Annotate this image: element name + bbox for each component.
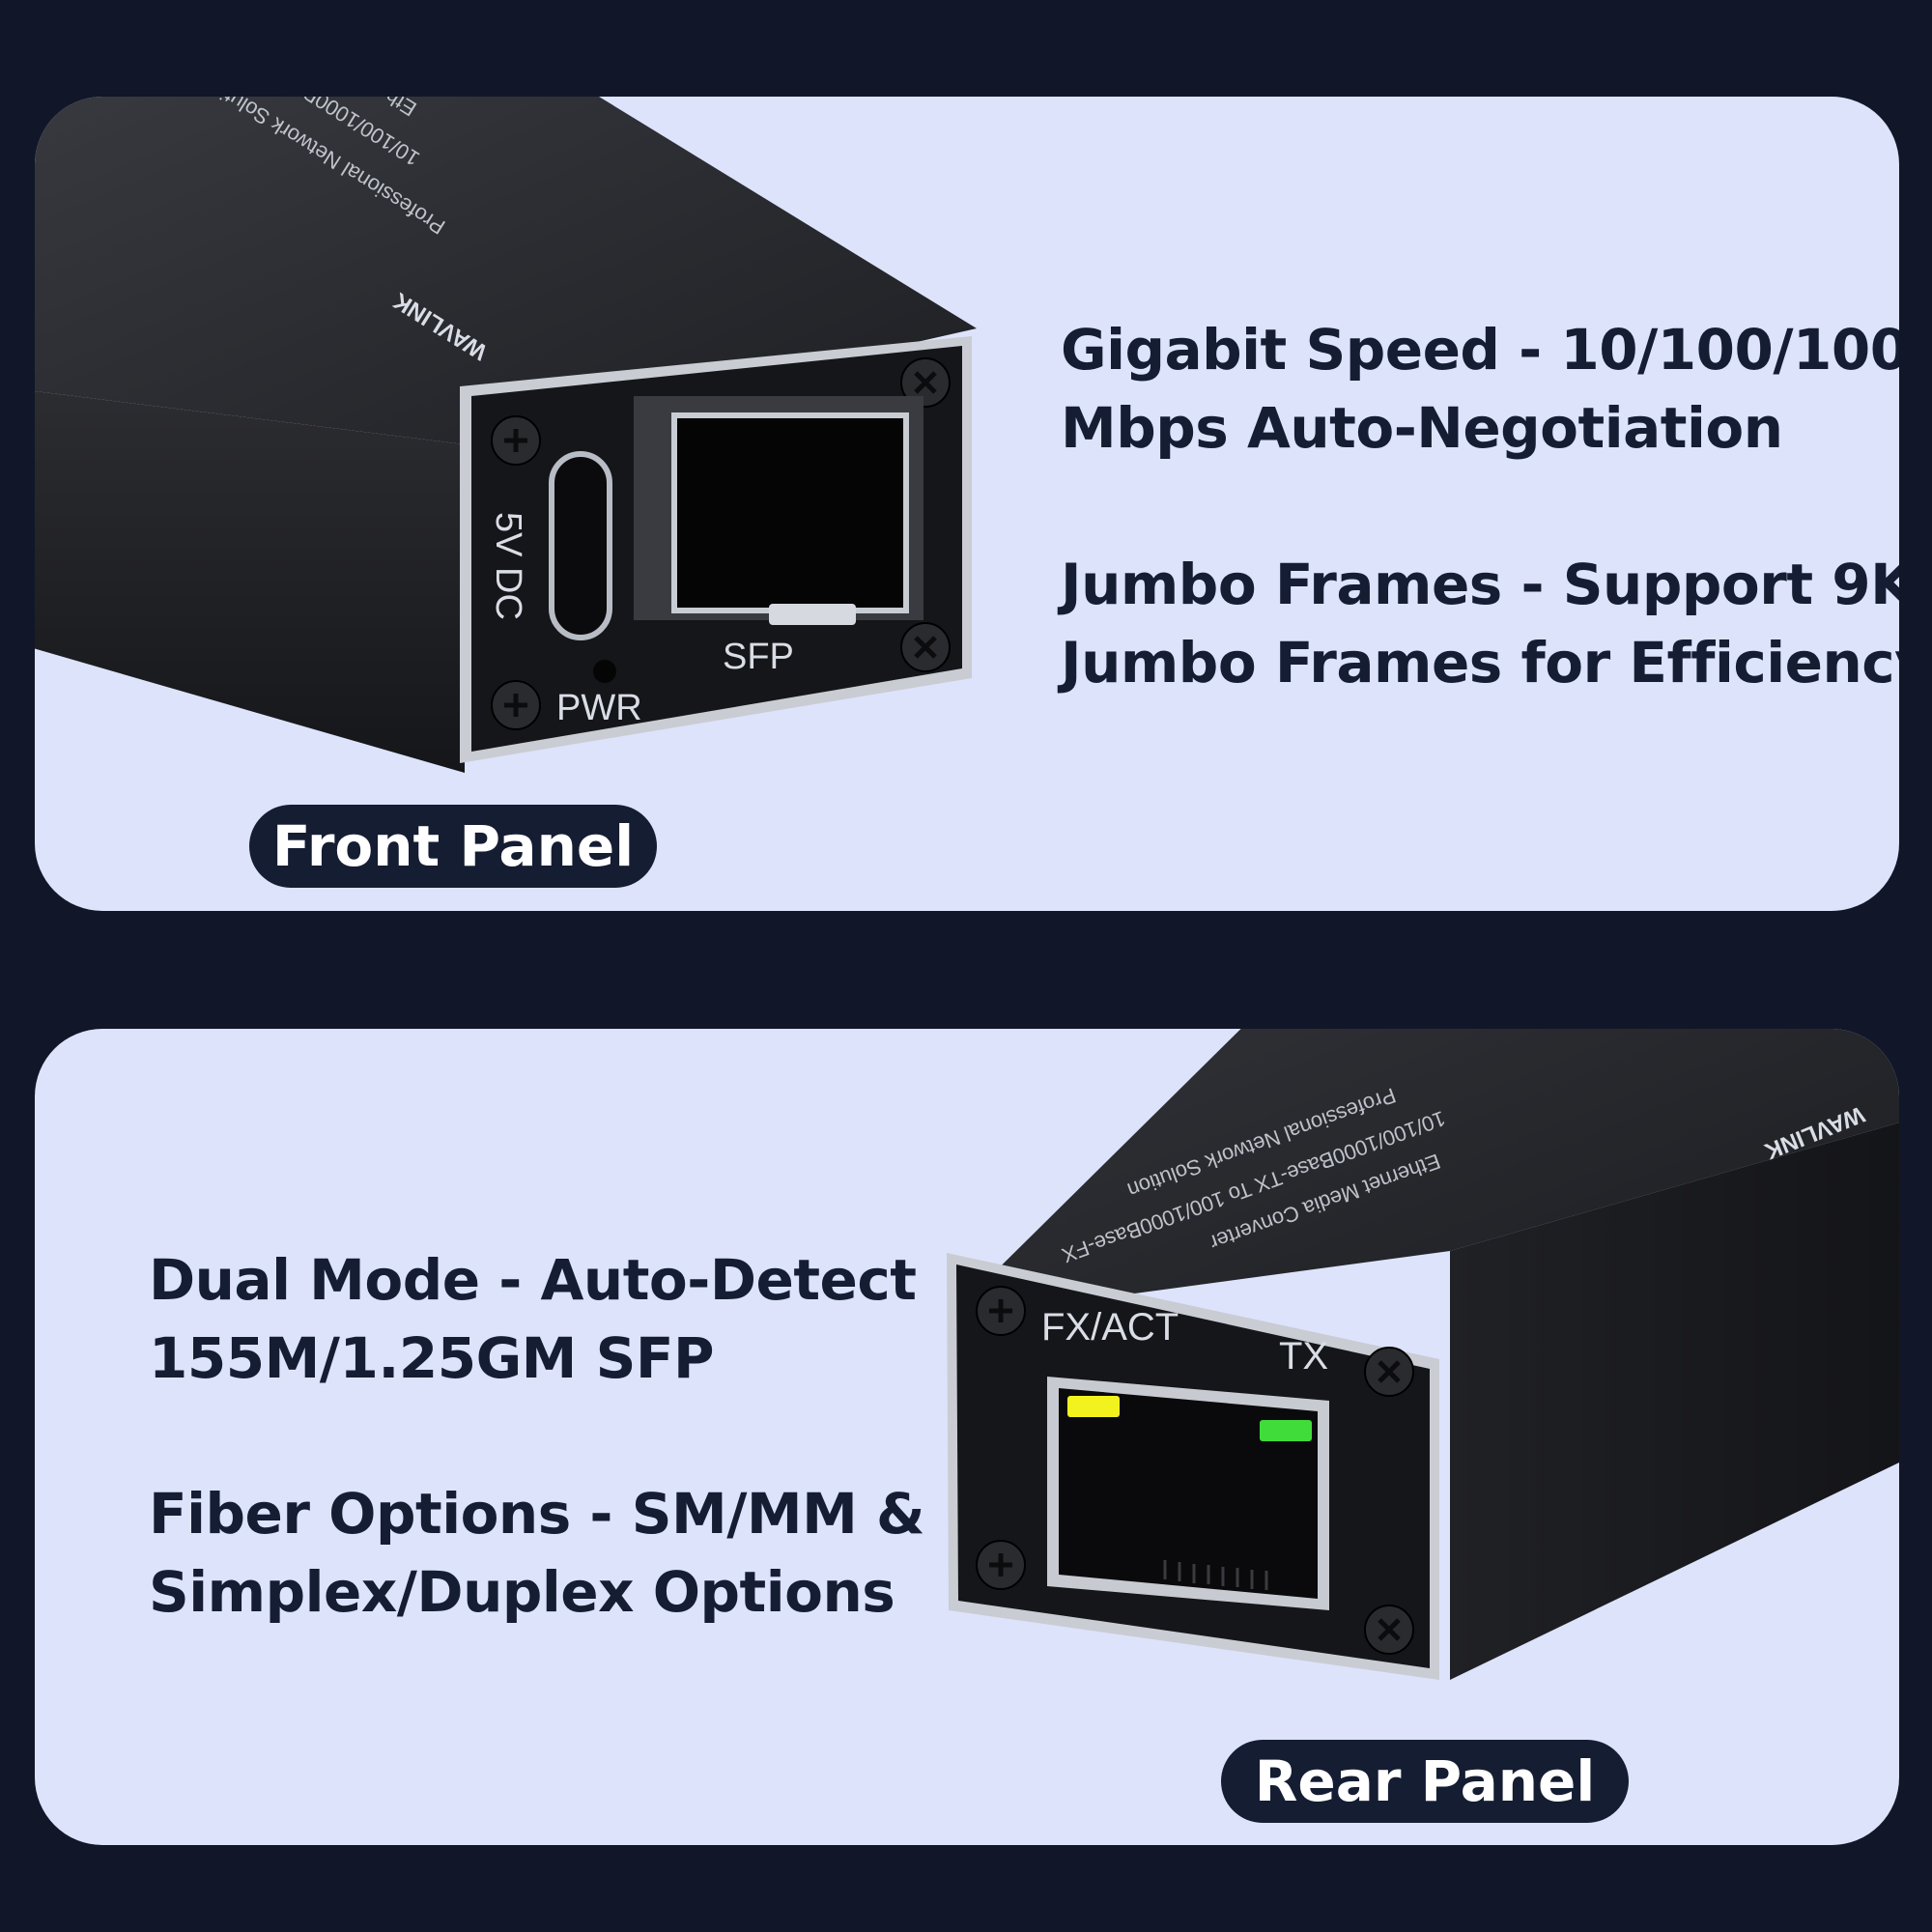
feature-dual-mode: Dual Mode - Auto-Detect 155M/1.25GM SFP — [149, 1241, 917, 1398]
feature-line: Jumbo Frames - Support 9K — [1061, 552, 1899, 617]
screw-icon — [976, 1540, 1026, 1590]
front-panel-card: 10/100/1000Base-TX To 100/1000Base-FX Et… — [35, 97, 1899, 911]
screw-icon — [1364, 1605, 1414, 1655]
screw-icon — [491, 415, 541, 466]
rear-device-illustration: 10/100/1000Base-TX To 100/1000Base-FX Et… — [947, 1029, 1899, 1680]
feature-jumbo-frames: Jumbo Frames - Support 9K Jumbo Frames f… — [1061, 546, 1899, 702]
rear-panel-card: 10/100/1000Base-TX To 100/1000Base-FX Et… — [35, 1029, 1899, 1845]
feature-line: Gigabit Speed - 10/100/1000 — [1061, 317, 1899, 383]
fx-act-label: FX/ACT — [1041, 1306, 1179, 1349]
screw-icon — [1364, 1347, 1414, 1397]
feature-fiber-options: Fiber Options - SM/MM & Simplex/Duplex O… — [149, 1475, 925, 1632]
feature-line: Dual Mode - Auto-Detect — [149, 1247, 917, 1313]
screw-icon — [900, 622, 951, 672]
rj45-port — [1059, 1388, 1318, 1599]
power-led-label: PWR — [556, 688, 642, 728]
power-led — [593, 660, 616, 683]
power-input-label: 5V DC — [488, 512, 528, 620]
tx-led — [1260, 1420, 1312, 1441]
fx-act-led — [1067, 1396, 1120, 1417]
feature-line: Mbps Auto-Negotiation — [1061, 395, 1783, 461]
device-side-face — [35, 390, 465, 773]
front-device-illustration: 10/100/1000Base-TX To 100/1000Base-FX Et… — [35, 97, 977, 773]
device-top-face — [35, 97, 977, 444]
sfp-latch — [769, 604, 856, 625]
sfp-slot — [671, 412, 909, 613]
feature-line: Jumbo Frames for Efficiency — [1061, 630, 1899, 696]
tx-label: TX — [1279, 1335, 1328, 1378]
sfp-label: SFP — [723, 637, 794, 677]
rear-panel-label: Rear Panel — [1221, 1740, 1629, 1823]
feature-gigabit-speed: Gigabit Speed - 10/100/1000 Mbps Auto-Ne… — [1061, 311, 1899, 468]
screw-icon — [491, 680, 541, 730]
screw-icon — [976, 1286, 1026, 1336]
usb-c-port — [549, 451, 612, 640]
feature-line: 155M/1.25GM SFP — [149, 1325, 715, 1391]
screw-icon — [900, 357, 951, 408]
front-panel-label: Front Panel — [249, 805, 657, 888]
device-top-face — [948, 1029, 1899, 1319]
rj45-contacts — [1163, 1560, 1268, 1590]
feature-line: Fiber Options - SM/MM & — [149, 1481, 925, 1547]
device-side-face — [1450, 1122, 1899, 1680]
feature-line: Simplex/Duplex Options — [149, 1559, 895, 1625]
